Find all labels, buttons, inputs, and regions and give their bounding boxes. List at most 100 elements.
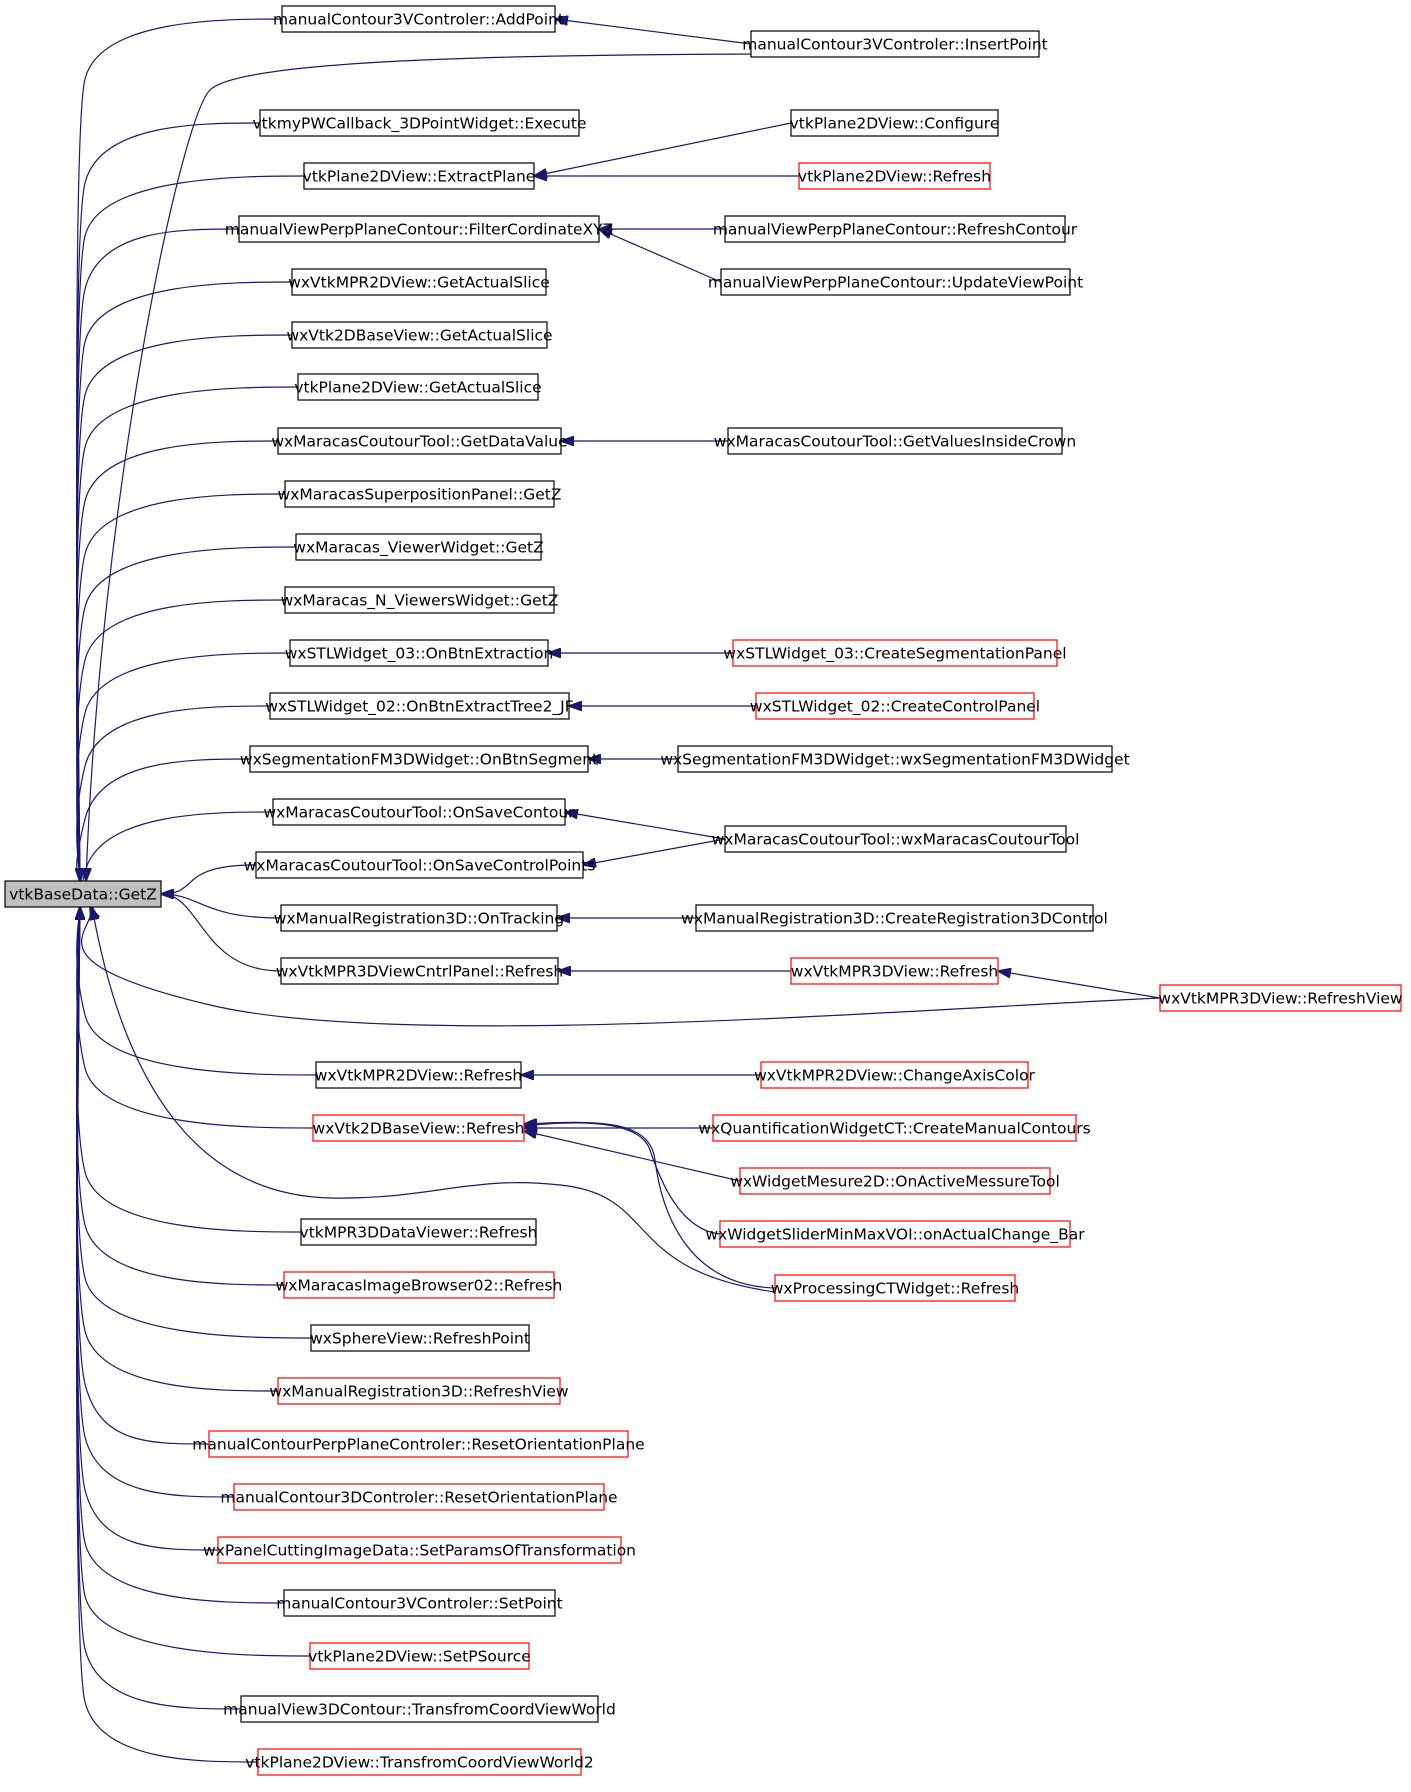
node-label[interactable]: wxMaracasSuperpositionPanel::GetZ [278, 486, 562, 504]
graph-node[interactable]: wxVtkMPR3DView::Refresh [790, 957, 999, 985]
graph-node[interactable]: wxSegmentationFM3DWidget::OnBtnSegment [240, 745, 598, 773]
graph-node[interactable]: manualViewPerpPlaneContour::UpdateViewPo… [708, 268, 1083, 296]
node-box[interactable] [233, 1483, 605, 1511]
node-label[interactable]: vtkPlane2DView::SetPSource [308, 1648, 531, 1666]
node-label[interactable]: manualContour3VControler::SetPoint [276, 1595, 562, 1613]
node-box[interactable] [284, 586, 555, 614]
node-box[interactable] [257, 1748, 582, 1776]
node-label[interactable]: wxVtk2DBaseView::GetActualSlice [286, 327, 552, 345]
graph-node[interactable]: wxMaracasCoutourTool::wxMaracasCoutourTo… [712, 825, 1080, 853]
node-box[interactable] [269, 692, 570, 720]
node-box[interactable] [277, 427, 562, 455]
graph-node[interactable]: wxMaracasCoutourTool::GetValuesInsideCro… [714, 427, 1076, 455]
node-label[interactable]: wxQuantificationWidgetCT::CreateManualCo… [698, 1120, 1090, 1138]
graph-node[interactable]: wxSphereView::RefreshPoint [310, 1324, 530, 1352]
graph-node[interactable]: wxSTLWidget_03::OnBtnExtraction [285, 639, 554, 667]
node-label[interactable]: wxMaracas_ViewerWidget::GetZ [293, 539, 543, 558]
node-box[interactable] [289, 639, 549, 667]
graph-node[interactable]: wxSTLWidget_02::CreateControlPanel [750, 692, 1040, 720]
node-label[interactable]: wxMaracas_N_ViewersWidget::GetZ [281, 592, 559, 611]
graph-node[interactable]: wxMaracasImageBrowser02::Refresh [276, 1271, 563, 1299]
node-box[interactable] [720, 268, 1071, 296]
node-label[interactable]: manualViewPerpPlaneContour::RefreshConto… [713, 221, 1078, 239]
graph-node[interactable]: vtkPlane2DView::ExtractPlane [303, 162, 536, 190]
graph-node[interactable]: manualViewPerpPlaneContour::FilterCordin… [225, 215, 614, 243]
node-box[interactable] [760, 1061, 1029, 1089]
node-label[interactable]: manualView3DContour::TransfromCoordViewW… [223, 1701, 616, 1719]
node-label[interactable]: wxManualRegistration3D::RefreshView [269, 1383, 569, 1401]
node-box[interactable] [677, 745, 1113, 773]
graph-node[interactable]: wxVtkMPR3DView::RefreshView [1158, 984, 1403, 1012]
node-box[interactable] [300, 1218, 537, 1246]
node-box[interactable] [272, 798, 566, 826]
node-label[interactable]: wxWidgetMesure2D::OnActiveMessureTool [730, 1173, 1060, 1191]
node-box[interactable] [284, 480, 555, 508]
graph-node[interactable]: manualContour3DControler::ResetOrientati… [220, 1483, 618, 1511]
node-label[interactable]: vtkPlane2DView::Configure [790, 115, 1000, 133]
graph-node[interactable]: manualContourPerpPlaneControler::ResetOr… [192, 1430, 645, 1458]
node-label[interactable]: manualContour3VControler::InsertPoint [742, 36, 1047, 54]
node-box[interactable] [255, 851, 584, 879]
graph-node[interactable]: manualView3DContour::TransfromCoordViewW… [223, 1695, 616, 1723]
node-box[interactable] [208, 1430, 629, 1458]
graph-node[interactable]: wxVtkMPR2DView::GetActualSlice [288, 268, 550, 296]
node-box[interactable] [281, 5, 556, 33]
graph-node[interactable]: wxVtk2DBaseView::Refresh [312, 1114, 525, 1142]
node-box[interactable] [790, 109, 999, 137]
graph-node[interactable]: wxVtkMPR3DViewCntrlPanel::Refresh [276, 957, 564, 985]
node-label[interactable]: manualContourPerpPlaneControler::ResetOr… [192, 1436, 644, 1454]
graph-node[interactable]: vtkPlane2DView::Configure [790, 109, 1000, 137]
graph-node[interactable]: vtkMPR3DDataViewer::Refresh [300, 1218, 538, 1246]
node-label[interactable]: wxWidgetSliderMinMaxVOI::onActualChange_… [705, 1226, 1085, 1245]
node-box[interactable] [277, 1377, 561, 1405]
node-box[interactable] [291, 321, 548, 349]
graph-node[interactable]: wxPanelCuttingImageData::SetParamsOfTran… [203, 1536, 636, 1564]
node-label[interactable]: wxManualRegistration3D::OnTracking [274, 910, 564, 928]
node-box[interactable] [724, 215, 1066, 243]
graph-node[interactable]: wxWidgetMesure2D::OnActiveMessureTool [730, 1167, 1060, 1195]
node-box[interactable] [695, 904, 1094, 932]
graph-node[interactable]: manualContour3VControler::AddPoint [273, 5, 564, 33]
node-box[interactable] [724, 825, 1067, 853]
graph-node[interactable]: manualContour3VControler::InsertPoint [742, 30, 1048, 58]
node-label[interactable]: wxManualRegistration3D::CreateRegistrati… [681, 910, 1108, 928]
graph-node[interactable]: wxMaracasCoutourTool::OnSaveContour [263, 798, 575, 826]
node-box[interactable] [295, 533, 542, 561]
graph-node[interactable]: wxQuantificationWidgetCT::CreateManualCo… [698, 1114, 1091, 1142]
node-label[interactable]: wxSTLWidget_03::OnBtnExtraction [285, 645, 554, 664]
graph-node[interactable]: wxManualRegistration3D::CreateRegistrati… [681, 904, 1108, 932]
graph-node[interactable]: vtkPlane2DView::TransfromCoordViewWorld2 [245, 1748, 594, 1776]
graph-node[interactable]: wxManualRegistration3D::OnTracking [274, 904, 564, 932]
node-label[interactable]: wxProcessingCTWidget::Refresh [771, 1280, 1019, 1298]
graph-node[interactable]: wxSTLWidget_02::OnBtnExtractTree2_JF [265, 692, 574, 720]
node-label[interactable]: wxMaracasCoutourTool::GetValuesInsideCro… [714, 433, 1076, 451]
node-label[interactable]: wxMaracasImageBrowser02::Refresh [276, 1277, 563, 1295]
node-box[interactable] [309, 1642, 530, 1670]
node-label[interactable]: manualViewPerpPlaneContour::UpdateViewPo… [708, 274, 1083, 292]
node-box[interactable] [712, 1114, 1077, 1142]
node-label[interactable]: manualContour3VControler::AddPoint [273, 11, 564, 29]
node-label[interactable]: wxVtk2DBaseView::Refresh [313, 1120, 525, 1138]
node-label[interactable]: wxMaracasCoutourTool::wxMaracasCoutourTo… [712, 831, 1080, 849]
node-label[interactable]: wxVtkMPR3DView::RefreshView [1158, 990, 1403, 1008]
node-label[interactable]: vtkPlane2DView::Refresh [798, 168, 991, 186]
node-box[interactable] [732, 639, 1058, 667]
node-box[interactable] [727, 427, 1063, 455]
node-box[interactable] [310, 1324, 530, 1352]
node-box[interactable] [280, 957, 559, 985]
graph-node[interactable]: wxVtkMPR2DView::Refresh [315, 1061, 522, 1089]
node-label[interactable]: wxSTLWidget_03::CreateSegmentationPanel [723, 645, 1066, 664]
graph-node[interactable]: wxMaracasCoutourTool::GetDataValue [271, 427, 568, 455]
node-label[interactable]: vtkBaseData::GetZ [9, 886, 157, 904]
node-label[interactable]: wxVtkMPR2DView::Refresh [315, 1067, 522, 1085]
node-label[interactable]: wxSegmentationFM3DWidget::OnBtnSegment [240, 751, 598, 769]
node-box[interactable] [739, 1167, 1051, 1195]
graph-node[interactable]: vtkPlane2DView::GetActualSlice [294, 373, 542, 401]
node-label[interactable]: wxMaracasCoutourTool::GetDataValue [271, 433, 567, 451]
graph-node[interactable]: wxManualRegistration3D::RefreshView [269, 1377, 569, 1405]
node-label[interactable]: wxSTLWidget_02::CreateControlPanel [750, 698, 1040, 717]
node-box[interactable] [249, 745, 589, 773]
node-label[interactable]: wxVtkMPR3DViewCntrlPanel::Refresh [276, 963, 564, 981]
node-box[interactable] [774, 1274, 1016, 1302]
node-label[interactable]: manualContour3DControler::ResetOrientati… [220, 1489, 617, 1507]
